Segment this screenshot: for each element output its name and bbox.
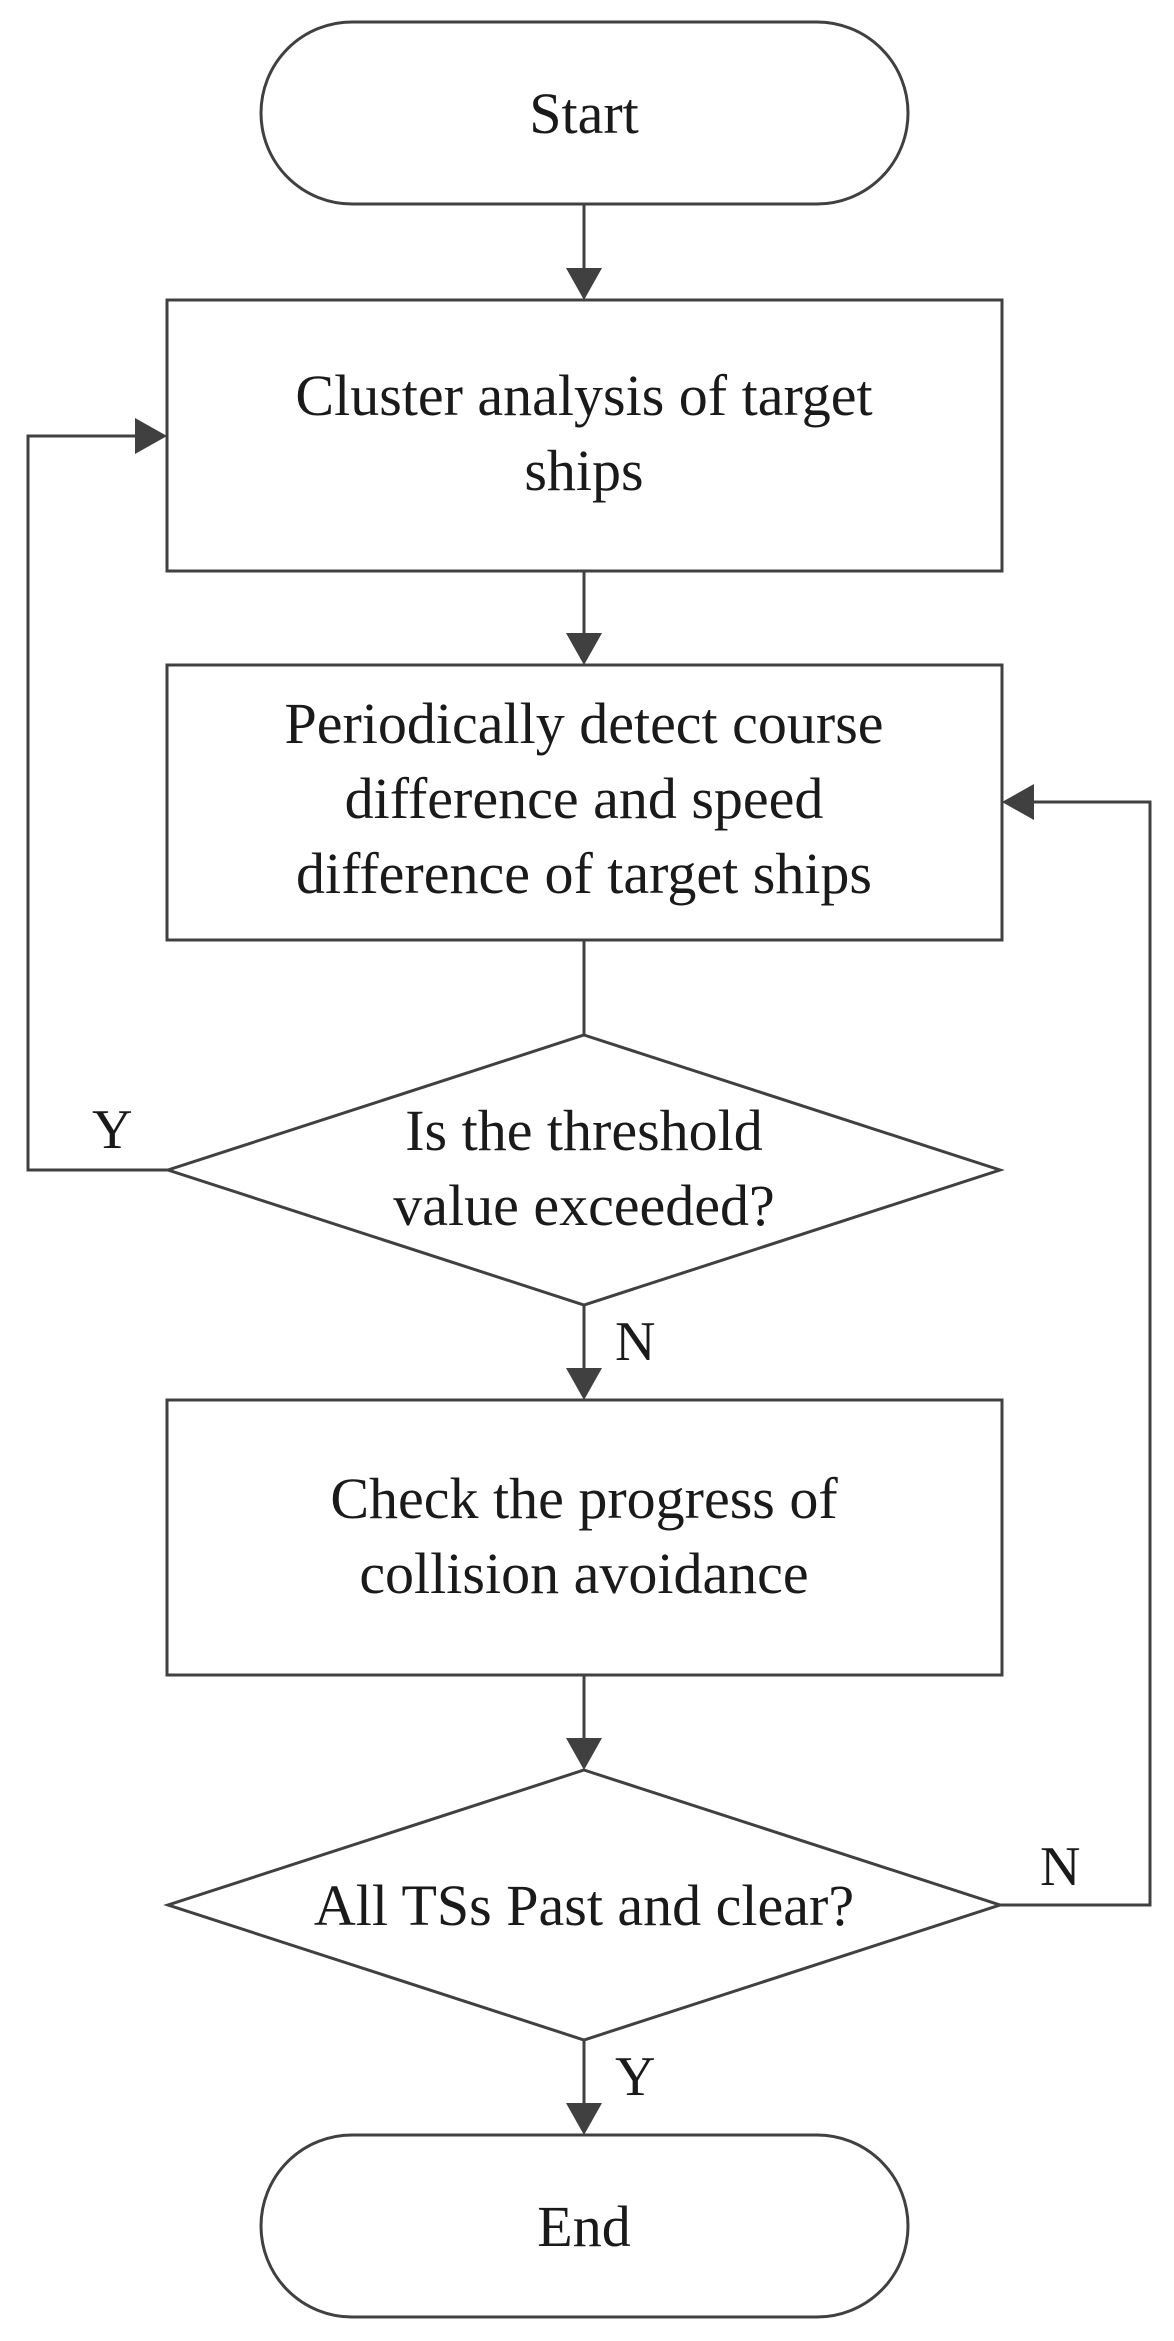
check-progress-node: Check the progress of collision avoidanc… bbox=[165, 1398, 1004, 1677]
arrowhead-down bbox=[566, 1368, 602, 1400]
check-progress-line-1: Check the progress of bbox=[330, 1466, 838, 1531]
threshold-decision-line-1: Is the threshold bbox=[405, 1098, 763, 1163]
check-progress-line-2: collision avoidance bbox=[359, 1541, 808, 1606]
arrowhead-right bbox=[135, 418, 167, 454]
end-node: End bbox=[259, 2133, 910, 2319]
periodic-detect-line-1: Periodically detect course bbox=[284, 691, 883, 756]
clear-decision-node: All TSs Past and clear? bbox=[163, 1768, 1005, 2042]
arrowhead-down bbox=[566, 1738, 602, 1770]
connector-clear-yes bbox=[566, 2040, 602, 2135]
arrowhead-left bbox=[1002, 784, 1034, 820]
periodic-detect-line-2: difference and speed bbox=[345, 766, 824, 831]
connector-threshold-yes-loop bbox=[26, 418, 168, 1172]
end-label: End bbox=[537, 2194, 630, 2259]
connector-clear-no-loop bbox=[1000, 784, 1152, 1907]
threshold-decision-line-2: value exceeded? bbox=[393, 1173, 775, 1238]
connector-cluster-to-detect bbox=[566, 571, 602, 665]
start-label: Start bbox=[529, 81, 639, 146]
start-node: Start bbox=[259, 20, 910, 206]
connector-threshold-no bbox=[566, 1305, 602, 1400]
periodic-detect-node: Periodically detect course difference an… bbox=[165, 663, 1004, 942]
cluster-analysis-line-1: Cluster analysis of target bbox=[295, 363, 872, 428]
arrowhead-down bbox=[566, 268, 602, 300]
connector-check-to-clear bbox=[566, 1675, 602, 1770]
threshold-no-label: N bbox=[615, 1311, 655, 1373]
threshold-yes-label: Y bbox=[92, 1099, 132, 1161]
threshold-decision-node: Is the threshold value exceeded? bbox=[163, 1033, 1005, 1307]
cluster-analysis-node: Cluster analysis of target ships bbox=[165, 298, 1004, 573]
clear-decision-label: All TSs Past and clear? bbox=[314, 1873, 854, 1938]
clear-no-label: N bbox=[1040, 1836, 1080, 1898]
periodic-detect-line-3: difference of target ships bbox=[296, 841, 872, 906]
cluster-analysis-line-2: ships bbox=[524, 438, 643, 503]
arrowhead-down bbox=[566, 2103, 602, 2135]
connector-start-to-cluster bbox=[566, 204, 602, 300]
clear-yes-label: Y bbox=[615, 2046, 655, 2108]
arrowhead-down bbox=[566, 633, 602, 665]
